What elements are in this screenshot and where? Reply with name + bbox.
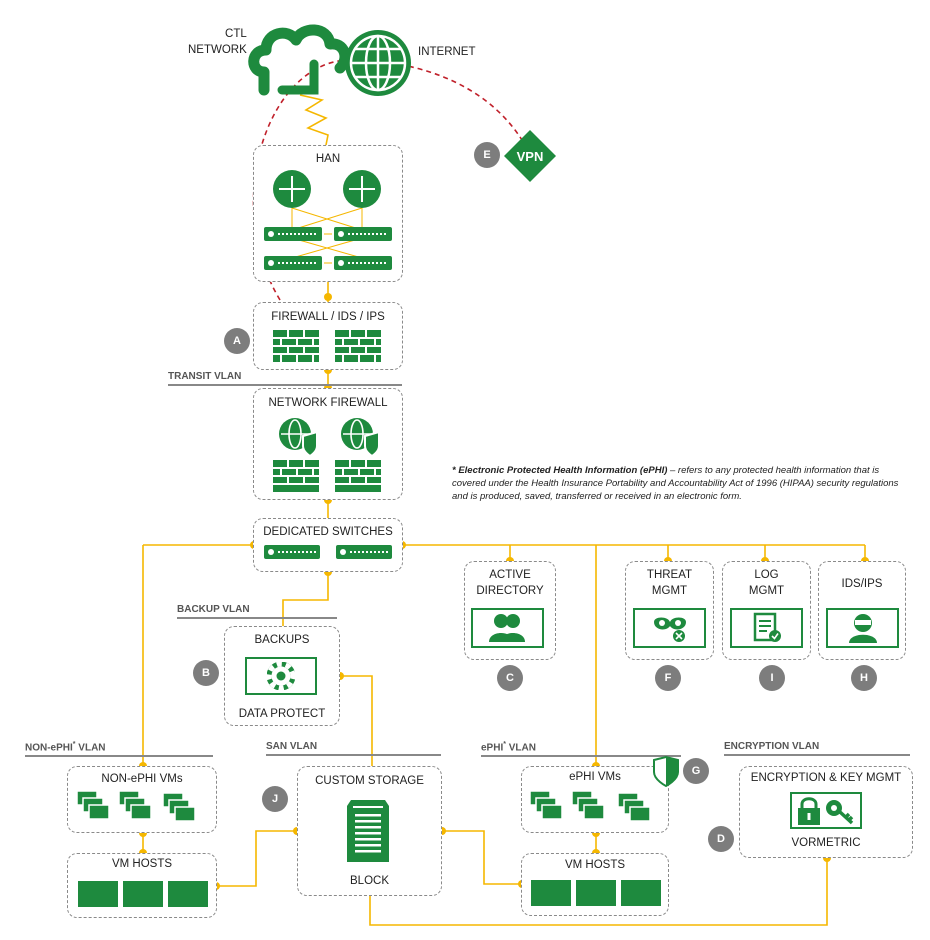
threat-line2: MGMT <box>651 584 688 597</box>
badge-h: H <box>851 665 877 691</box>
ephi-asterisk: * <box>503 741 506 748</box>
vm-hosts-right-title: VM HOSTS <box>564 859 626 871</box>
vormetric-label: VORMETRIC <box>791 837 861 849</box>
san-vlan-label: SAN VLAN <box>266 741 441 756</box>
firewall-wall-icon <box>273 330 381 362</box>
threat-panel <box>633 608 706 648</box>
firewall-ids-ips-title: FIREWALL / IDS / IPS <box>271 311 385 323</box>
badge-d: D <box>708 826 734 852</box>
han-title: HAN <box>315 153 341 165</box>
ids-ips-title: IDS/IPS <box>841 578 883 590</box>
threat-mgmt-title: THREAT MGMT <box>625 568 714 599</box>
ephi-vms-icon <box>530 790 651 822</box>
dedicated-switches-title: DEDICATED SWITCHES <box>263 526 393 538</box>
ctl-network-label: CTL NETWORK <box>188 27 247 58</box>
nonephi-vlan-text: NON-ePHI <box>25 742 73 754</box>
nonephi-vlan-suffix: VLAN <box>75 742 106 754</box>
host-block <box>531 880 571 906</box>
vm-hosts-left-title: VM HOSTS <box>111 858 173 870</box>
custom-storage-title: CUSTOM STORAGE <box>315 775 424 787</box>
threat-line1: THREAT <box>646 569 693 581</box>
users-icon <box>489 614 525 642</box>
footnote-text: – refers to any protected health informa… <box>452 465 899 502</box>
backup-vlan-text: BACKUP VLAN <box>177 604 250 615</box>
badge-f: F <box>655 665 681 691</box>
han-routers-icon <box>264 170 392 270</box>
nonephi-vms-title: NON-ePHI VMs <box>101 773 183 785</box>
log-line1: LOG <box>754 569 779 581</box>
lock-key-icon <box>798 797 854 825</box>
ephi-footnote: * Electronic Protected Health Informatio… <box>452 465 902 503</box>
log-mgmt-title: LOG MGMT <box>722 568 811 599</box>
transit-vlan-text: TRANSIT VLAN <box>168 371 242 382</box>
backup-vlan-label: BACKUP VLAN <box>177 604 337 619</box>
ephi-vlan-suffix: VLAN <box>505 742 536 754</box>
active-directory-line1: ACTIVE <box>489 569 531 581</box>
intruder-icon <box>849 614 877 643</box>
ephi-vlan-label: ePHI* VLAN <box>481 741 681 758</box>
ctl-cloud-icon <box>248 24 351 96</box>
nonephi-vms-icon <box>77 790 196 822</box>
ephi-vms-title: ePHI VMs <box>569 771 621 783</box>
network-firewall-title: NETWORK FIREWALL <box>268 397 388 409</box>
badge-e: E <box>474 142 500 168</box>
threat-mask-icon <box>654 617 686 642</box>
badge-g: G <box>683 758 709 784</box>
nonephi-vlan-label: NON-ePHI* VLAN <box>25 741 213 758</box>
data-protect-label: DATA PROTECT <box>238 708 326 720</box>
host-block <box>621 880 661 906</box>
nonephi-asterisk: * <box>72 741 76 748</box>
block-label: BLOCK <box>350 875 389 887</box>
footnote-term: * Electronic Protected Health Informatio… <box>452 465 668 476</box>
badge-i: I <box>759 665 785 691</box>
log-panel <box>730 608 803 648</box>
encryption-vlan-text: ENCRYPTION VLAN <box>724 741 820 752</box>
badge-b: B <box>193 660 219 686</box>
log-line2: MGMT <box>748 584 785 597</box>
vpn-label: VPN <box>516 149 544 164</box>
transit-vlan-label: TRANSIT VLAN <box>168 371 402 386</box>
active-directory-panel <box>471 608 544 648</box>
internet-label: INTERNET <box>418 46 476 58</box>
network-firewall-icon <box>273 418 381 492</box>
switches-icon <box>264 545 392 559</box>
ctl-line2: NETWORK <box>188 43 247 56</box>
backups-title: BACKUPS <box>254 634 310 646</box>
host-block <box>576 880 616 906</box>
badge-c: C <box>497 665 523 691</box>
encryption-vlan-label: ENCRYPTION VLAN <box>724 741 910 756</box>
vpn-icon <box>504 130 556 182</box>
ctl-line1: CTL <box>225 28 247 40</box>
ephi-vlan-text: ePHI <box>481 742 504 754</box>
active-directory-line2: DIRECTORY <box>476 584 544 597</box>
storage-server-icon <box>347 800 389 862</box>
host-block <box>123 881 163 907</box>
san-vlan-text: SAN VLAN <box>266 741 318 752</box>
badge-j: J <box>262 786 288 812</box>
log-document-icon <box>753 612 781 642</box>
shield-icon <box>653 756 679 788</box>
active-directory-title: ACTIVE DIRECTORY <box>464 568 556 599</box>
internet-globe-icon <box>345 30 411 96</box>
badge-a: A <box>224 328 250 354</box>
host-block <box>168 881 208 907</box>
encryption-title: ENCRYPTION & KEY MGMT <box>750 772 902 784</box>
host-block <box>78 881 118 907</box>
lifebuoy-icon <box>267 662 295 690</box>
